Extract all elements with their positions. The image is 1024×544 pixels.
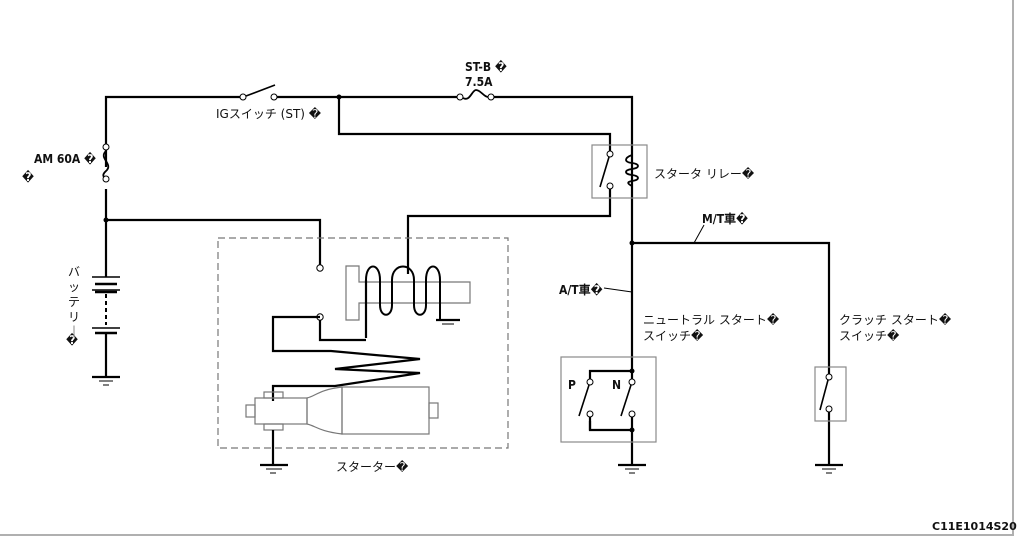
neutral-contact-label: N xyxy=(612,378,621,392)
battery-label-char: ッ xyxy=(68,280,80,294)
clutch-start-switch-label-line1: クラッチ スタート� xyxy=(839,313,952,327)
st-b-fuse-rating: 7.5A xyxy=(465,75,493,89)
ig-switch-symbol xyxy=(239,84,278,101)
main-wiring xyxy=(104,95,831,465)
ground-icon xyxy=(260,463,288,474)
clutch-start-switch-label-line2: スイッチ� xyxy=(839,329,900,343)
ig-switch-label: IGスイッチ (ST) � xyxy=(216,107,322,121)
battery-label: バッテリ｜ � xyxy=(66,265,80,347)
starter-relay-symbol xyxy=(591,144,648,199)
am-fuse-label-extra: � xyxy=(22,169,34,184)
battery-label-char: リ xyxy=(68,310,80,324)
mt-vehicle-label: M/T車� xyxy=(702,211,748,226)
st-b-fuse-symbol xyxy=(456,89,495,101)
starter-relay-label: スタータ リレー� xyxy=(654,167,755,181)
am-fuse-symbol xyxy=(102,143,110,183)
at-leader-line xyxy=(603,287,633,293)
battery-label-char: テ xyxy=(68,295,80,309)
neutral-start-switch-symbol xyxy=(560,356,657,443)
am-fuse-label: AM 60A � xyxy=(34,151,96,166)
battery-symbol xyxy=(92,276,120,335)
starter-label: スターター� xyxy=(336,460,409,474)
neutral-start-switch-label-line1: ニュートラル スタート� xyxy=(643,313,780,327)
junction-dot xyxy=(336,94,342,100)
battery-label-text: バッテリ｜ xyxy=(68,265,80,339)
ground-icon xyxy=(618,463,646,474)
battery-label-char: バ xyxy=(68,265,80,279)
st-b-fuse-name: ST-B � xyxy=(465,59,507,74)
starter-assembly xyxy=(217,237,509,465)
figure-code: C11E1014S20 xyxy=(932,520,1017,533)
battery-label-extra: � xyxy=(66,332,78,347)
ground-icon xyxy=(92,375,120,386)
junction-dot xyxy=(103,217,109,223)
mt-leader-line xyxy=(693,224,705,244)
ground-icon xyxy=(815,463,843,474)
park-contact-label: P xyxy=(568,378,576,392)
at-vehicle-label: A/T車� xyxy=(559,282,603,297)
neutral-start-switch-label-line2: スイッチ� xyxy=(643,329,704,343)
junction-dot xyxy=(629,240,635,246)
battery-label-char: ｜ xyxy=(68,325,80,339)
clutch-start-switch-symbol xyxy=(814,366,847,422)
